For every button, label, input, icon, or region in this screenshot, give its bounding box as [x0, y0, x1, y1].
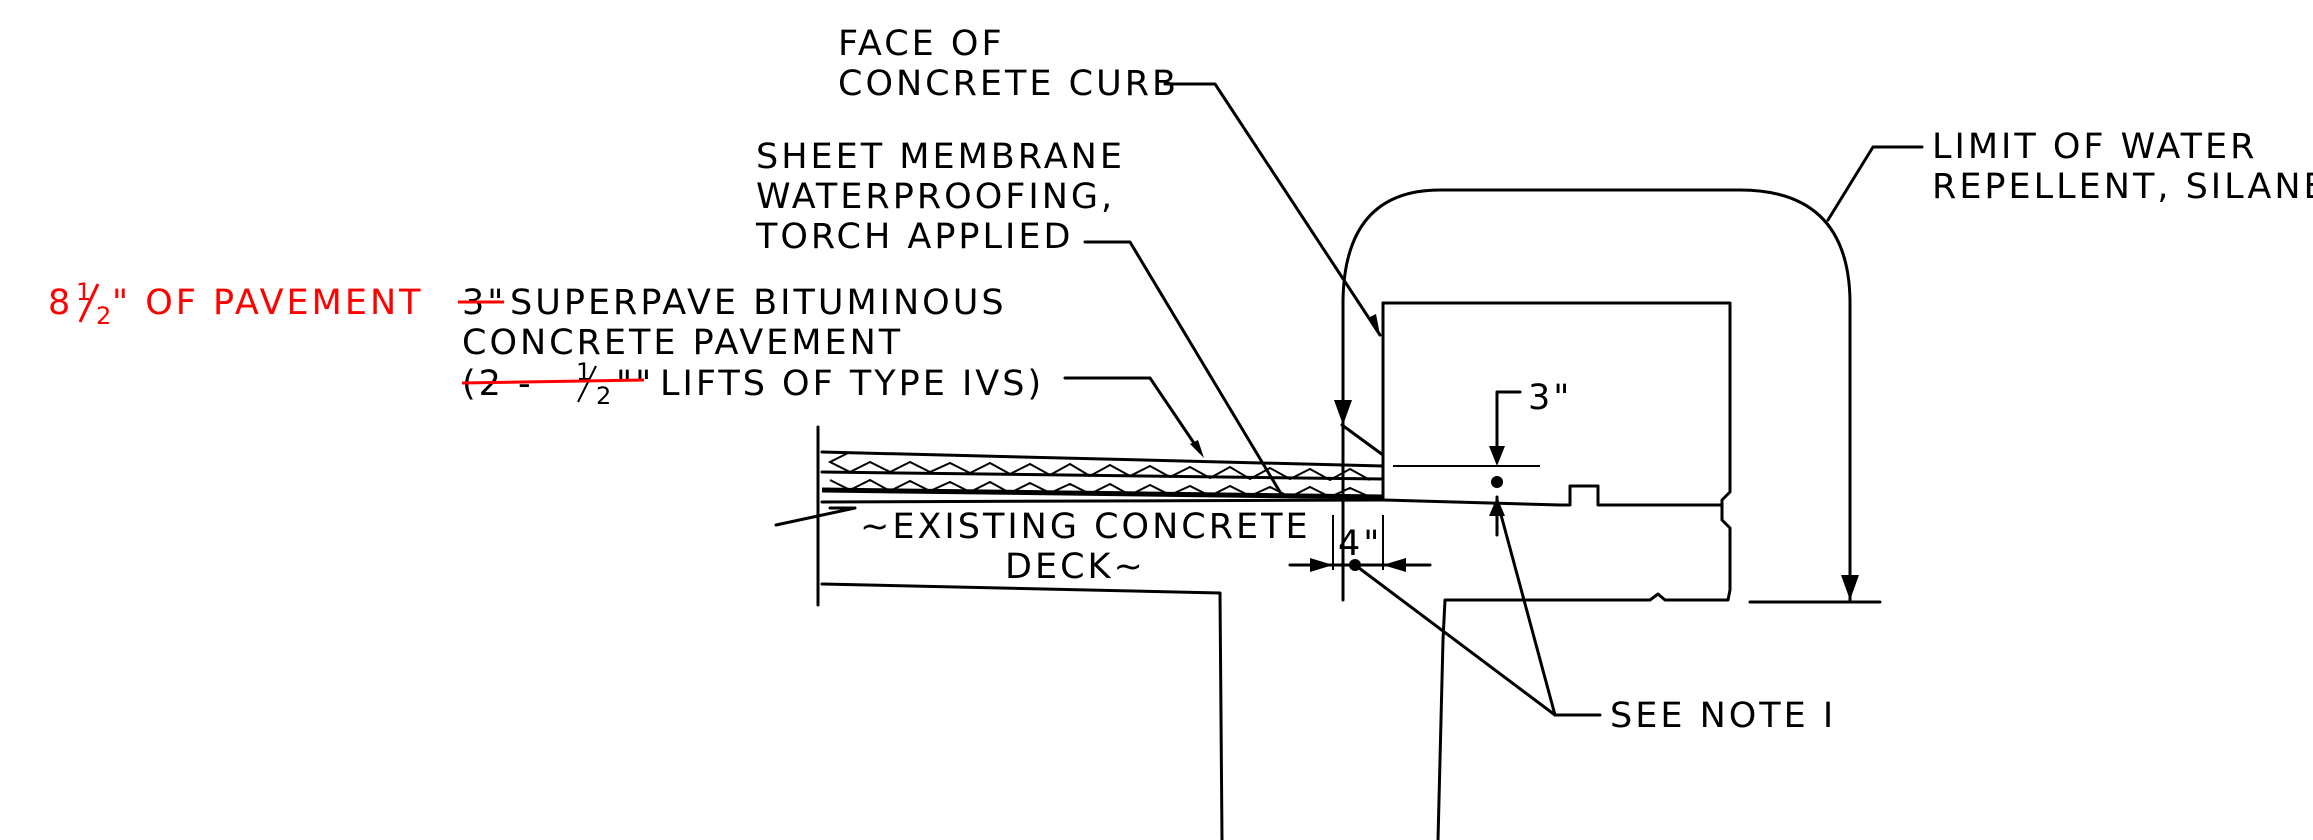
dim-4in-arrow-left — [1310, 558, 1333, 572]
face-of-curb-line-1: FACE OF — [838, 24, 1005, 64]
see-note-leader-1 — [1353, 563, 1602, 717]
deck-top-surface — [820, 498, 1385, 504]
dim-3in-arrow-top — [1489, 446, 1505, 466]
strikethrough-lifts — [461, 378, 645, 385]
superpave-label: 3" SUPERPAVE BITUMINOUS CONCRETE PAVEMEN… — [458, 283, 1044, 410]
bituminous-pavement-layer — [820, 450, 1385, 502]
concrete-curb — [1381, 301, 1732, 642]
deck-soffit-left-beam — [820, 582, 1224, 840]
superpave-line-2: CONCRETE PAVEMENT — [462, 323, 903, 363]
leader-lines — [1063, 82, 1924, 717]
pavement-thickness-revision: 8 1 2 " OF PAVEMENT — [48, 278, 424, 330]
fraction-slash — [78, 283, 100, 323]
repellent-arrow-left — [1334, 400, 1352, 425]
pavement-whole-number: 8 — [48, 283, 73, 323]
right-beam-face — [1436, 638, 1445, 840]
existing-concrete-deck — [774, 425, 1445, 840]
pavement-hatch-upper — [827, 451, 1371, 482]
face-of-curb-line-2: CONCRETE CURB — [838, 64, 1179, 104]
struck-fraction-slash — [577, 365, 597, 403]
superpave-leader — [1063, 376, 1202, 454]
face-of-curb-arrowhead — [1368, 314, 1380, 335]
dim-3in-leader — [1495, 390, 1522, 462]
limit-water-leader — [1826, 145, 1924, 222]
dimension-4in — [1288, 515, 1432, 572]
superpave-arrowhead — [1190, 440, 1204, 458]
dimension-3in — [1393, 390, 1540, 537]
dimension-4in-label: 4" — [1338, 524, 1382, 564]
curb-corner-tick — [1340, 423, 1385, 457]
pavement-thickness-text: " OF PAVEMENT — [112, 283, 424, 323]
limit-water-line-1: LIMIT OF WATER — [1932, 127, 2257, 167]
pavement-top — [820, 450, 1385, 468]
superpave-line-3-struck-den: 2 — [596, 382, 614, 410]
repellent-envelope — [1341, 188, 1852, 602]
water-repellent-limit-line — [1334, 188, 1882, 604]
repellent-arrow-right — [1841, 575, 1859, 600]
see-note-leader-2 — [1495, 498, 1557, 717]
sheet-membrane-leader — [1083, 240, 1282, 494]
dim-3in-point — [1491, 476, 1503, 488]
superpave-line-1: SUPERPAVE BITUMINOUS — [510, 283, 1007, 323]
existing-deck-label: ~EXISTING CONCRETE DECK~ — [860, 507, 1311, 587]
sheet-membrane-label: SHEET MEMBRANE WATERPROOFING, TORCH APPL… — [755, 137, 1125, 257]
limit-water-line-2: REPELLENT, SILANE — [1932, 167, 2313, 207]
curb-outline — [1381, 301, 1732, 642]
pavement-fraction-denominator: 2 — [96, 302, 114, 330]
sheet-membrane-line-3: TORCH APPLIED — [755, 217, 1073, 257]
curb-base-joint — [1381, 484, 1724, 507]
superpave-line-3-struck-quote: "" — [616, 364, 654, 404]
superpave-line-3-struck-num: 1 — [576, 358, 594, 386]
dim-3in-arrow-bottom — [1489, 497, 1505, 516]
limit-of-water-repellent-label: LIMIT OF WATER REPELLENT, SILANE — [1932, 127, 2313, 207]
deck-break-symbol — [774, 506, 857, 527]
face-of-curb-leader — [1163, 82, 1382, 337]
dim-4in-arrow-right — [1383, 558, 1406, 572]
superpave-line-3: LIFTS OF TYPE IVS) — [660, 364, 1044, 404]
dim-4in-point — [1349, 559, 1361, 571]
existing-deck-line-1: ~EXISTING CONCRETE — [860, 507, 1311, 547]
face-of-curb-label: FACE OF CONCRETE CURB — [838, 24, 1179, 104]
dimension-3in-label: 3" — [1528, 378, 1572, 418]
see-note-label: SEE NOTE I — [1610, 696, 1836, 736]
existing-deck-line-2: DECK~ — [1005, 547, 1146, 587]
pavement-hatch-lower — [829, 478, 1371, 499]
sheet-membrane-line-2: WATERPROOFING, — [756, 177, 1115, 217]
pavement-fraction-numerator: 1 — [76, 278, 94, 306]
sheet-membrane-line-1: SHEET MEMBRANE — [756, 137, 1125, 177]
